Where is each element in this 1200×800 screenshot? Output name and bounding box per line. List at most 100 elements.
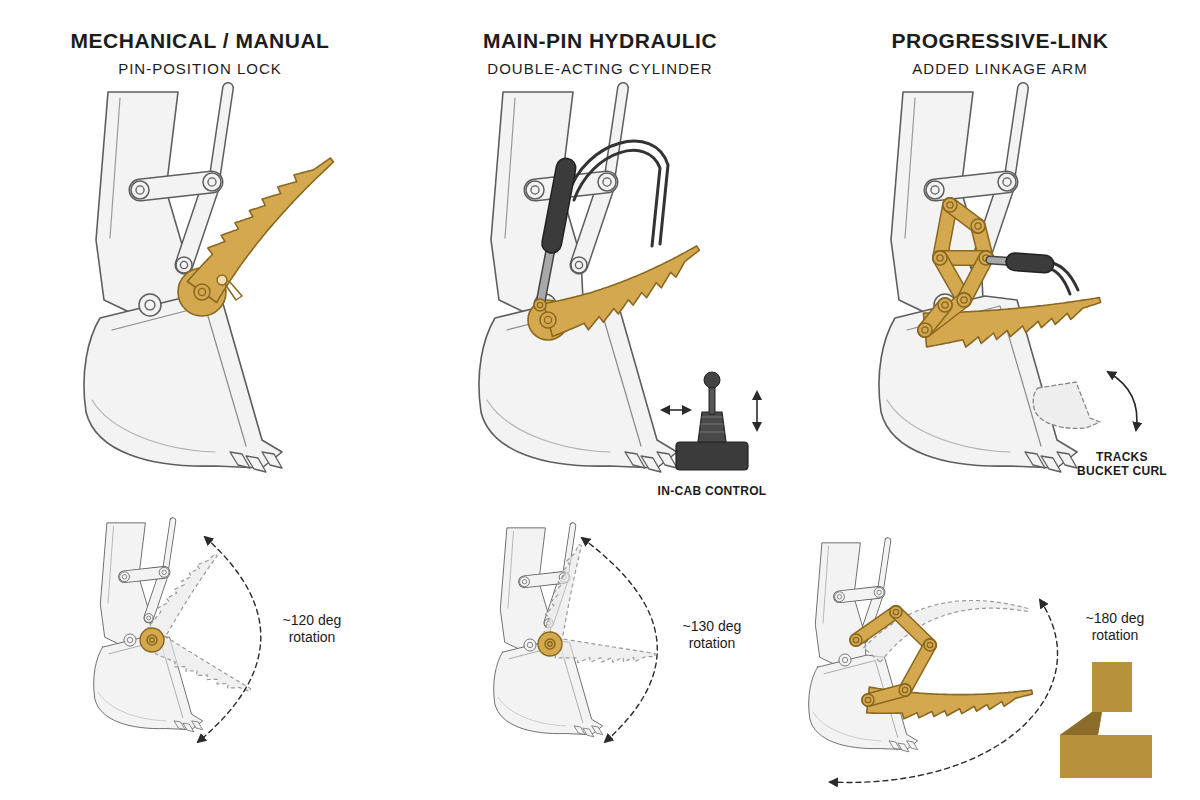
logo-shade bbox=[1060, 712, 1102, 735]
bucket-shading bbox=[887, 400, 1010, 452]
brand-logo bbox=[1060, 662, 1152, 778]
dogbone-link bbox=[140, 182, 212, 190]
mechanical-thumb-figure bbox=[84, 88, 334, 472]
boom-cylinder-rod bbox=[1009, 88, 1023, 182]
linkage-pin bbox=[943, 198, 957, 212]
linkage-pin bbox=[924, 639, 936, 651]
bucket-curl-icon bbox=[1033, 372, 1137, 430]
linkage-pin bbox=[957, 293, 971, 307]
pivot-pin bbox=[136, 186, 144, 194]
hydraulic-cylinder bbox=[552, 168, 566, 243]
thumb-attachment bbox=[923, 298, 1100, 348]
pivot-pin bbox=[842, 657, 847, 662]
bucket-shading bbox=[98, 692, 166, 721]
bucket-shading bbox=[498, 697, 566, 726]
linkage-arm bbox=[896, 612, 930, 645]
boom-cylinder-rod bbox=[880, 541, 888, 593]
pivot-pin bbox=[208, 178, 216, 186]
ghost-thumb bbox=[542, 545, 581, 643]
pivot-pin bbox=[139, 294, 161, 316]
pivot-pin bbox=[144, 614, 153, 623]
dipper-stick bbox=[491, 92, 583, 322]
pivot-pin bbox=[527, 642, 532, 647]
bucket-tooth bbox=[192, 721, 203, 730]
hydraulic-thumb-figure bbox=[479, 88, 757, 472]
linkage-arm bbox=[896, 612, 930, 645]
pivot-pin bbox=[159, 567, 169, 577]
bucket-tooth bbox=[1025, 452, 1045, 468]
hydraulic-cylinder bbox=[552, 168, 566, 243]
cylinder-pin bbox=[534, 299, 546, 311]
linkage-pin bbox=[890, 606, 902, 618]
linkage-pin bbox=[927, 642, 932, 647]
progressive-link-figure bbox=[879, 88, 1137, 472]
thumb-pivot-pin bbox=[548, 642, 553, 647]
linkage-pin bbox=[853, 637, 858, 642]
rotation-view-arm bbox=[809, 541, 918, 752]
column-subheading: DOUBLE-ACTING CYLINDER bbox=[405, 60, 795, 78]
pivot-pin bbox=[526, 181, 544, 199]
linkage-pin bbox=[957, 293, 971, 307]
rotation-view-arm bbox=[494, 526, 603, 737]
boom-cylinder-rod bbox=[165, 521, 173, 573]
linkage-arm bbox=[905, 645, 930, 690]
dipper-stick bbox=[96, 92, 188, 322]
pivot-pin bbox=[180, 261, 187, 268]
pivot-pin bbox=[926, 181, 944, 199]
pivot-pin bbox=[203, 173, 221, 191]
linkage-arm bbox=[896, 612, 930, 645]
stick-edge-line bbox=[505, 98, 515, 238]
thumb-blade bbox=[923, 298, 1100, 348]
callout-label: IN-CAB CONTROL bbox=[642, 484, 782, 498]
column-heading: MECHANICAL / MANUAL bbox=[5, 28, 395, 53]
linkage-pin bbox=[902, 687, 907, 692]
stick-edge-line bbox=[508, 531, 514, 608]
thumb-pivot-pin bbox=[150, 638, 155, 643]
hydraulic-cylinder bbox=[1015, 262, 1045, 264]
pivot-pin bbox=[877, 590, 881, 594]
dogbone-link bbox=[840, 592, 880, 596]
linkage-pin bbox=[899, 684, 911, 696]
thumb-pivot-pin bbox=[544, 316, 551, 323]
thumb-attachment bbox=[544, 246, 700, 337]
column-subheading: ADDED LINKAGE ARM bbox=[805, 60, 1195, 78]
rotation-arc bbox=[198, 537, 261, 742]
linkage-pin bbox=[865, 697, 870, 702]
linkage-arm bbox=[905, 645, 930, 690]
ghost-thumb bbox=[155, 636, 250, 691]
bucket-side-plate bbox=[112, 306, 246, 446]
logo-shape bbox=[1060, 662, 1152, 778]
boom-cylinder-rod bbox=[609, 88, 623, 182]
pivot-pin bbox=[203, 173, 221, 191]
linkage-pin bbox=[893, 609, 898, 614]
pivot-pin bbox=[145, 300, 155, 310]
linkage-pin bbox=[850, 634, 862, 646]
pivot-pin bbox=[571, 257, 587, 273]
linkage-pin bbox=[933, 251, 947, 265]
pivot-pin bbox=[147, 616, 151, 620]
pivot-pin bbox=[835, 592, 845, 602]
thumb-pivot-pin bbox=[545, 639, 555, 649]
linkage-pin bbox=[890, 606, 902, 618]
thumb-pivot-pin bbox=[540, 312, 556, 328]
linkage-pin bbox=[850, 634, 862, 646]
column-heading: MAIN-PIN HYDRAULIC bbox=[405, 28, 795, 53]
move-arrow bbox=[756, 392, 758, 430]
thumb-pivot-pin bbox=[194, 284, 210, 300]
bucket-shading bbox=[487, 400, 610, 452]
thumb-bracket bbox=[538, 632, 562, 656]
bucket-tooth bbox=[592, 726, 603, 735]
pivot-pin bbox=[531, 186, 539, 194]
ghost-thumb bbox=[147, 554, 217, 641]
hydraulic-cylinder bbox=[1015, 262, 1045, 264]
bucket-tooth bbox=[625, 452, 645, 468]
pivot-pin bbox=[520, 577, 530, 587]
boom-cylinder-rod bbox=[1009, 88, 1023, 182]
pivot-pin bbox=[839, 654, 851, 666]
pivot-pin bbox=[127, 637, 132, 642]
pivot-pin bbox=[571, 257, 587, 273]
linkage-arm bbox=[905, 645, 930, 690]
linkage-pin bbox=[961, 297, 967, 303]
move-arrow bbox=[662, 409, 690, 411]
hydraulic-cylinder bbox=[552, 168, 566, 243]
